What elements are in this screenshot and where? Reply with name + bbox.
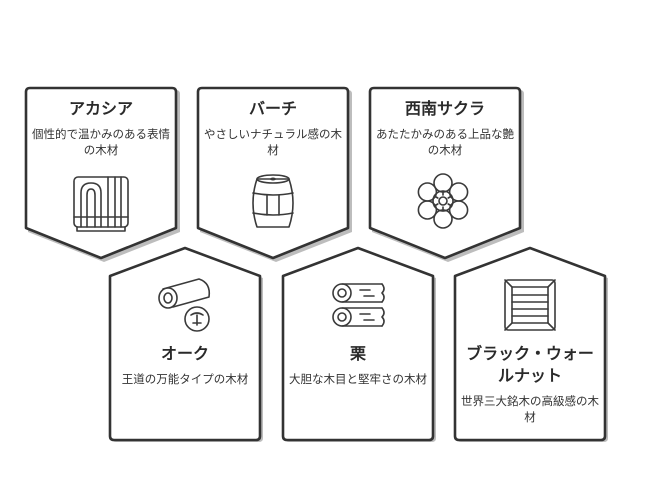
card-title: オーク [160, 344, 209, 363]
card-shape-chestnut [281, 246, 436, 442]
card-oak: オーク 王道の万能タイプの木材 [116, 343, 254, 387]
card-description: 大胆な木目と堅牢さの木材 [289, 372, 427, 386]
card-shape-walnut [453, 246, 608, 442]
card-title: 西南サクラ [404, 99, 485, 118]
card-title: バーチ [248, 99, 297, 118]
card-title: 栗 [349, 344, 366, 363]
card-birch: バーチ やさしいナチュラル感の木材 [204, 98, 342, 158]
card-title: アカシア [68, 99, 133, 118]
card-shape-birch [196, 86, 352, 262]
card-description: やさしいナチュラル感の木材 [204, 127, 342, 157]
card-sakura: 西南サクラ あたたかみのある上品な艶の木材 [376, 98, 514, 158]
wood-grain-plank-icon [73, 176, 129, 232]
wooden-crate-icon [504, 279, 556, 331]
card-description: 個性的で温かみのある表情の木材 [32, 127, 170, 157]
barrel-icon [252, 174, 294, 228]
card-title: ブラック・ウォールナット [466, 344, 594, 385]
card-description: あたたかみのある上品な艶の木材 [376, 127, 514, 157]
logs-icon [332, 283, 385, 327]
card-chestnut: 栗 大胆な木目と堅牢さの木材 [289, 343, 427, 387]
log-icon [158, 278, 211, 332]
card-description: 世界三大銘木の高級感の木材 [461, 394, 599, 424]
card-shape-oak [108, 246, 263, 442]
card-shape-acacia [24, 86, 180, 262]
card-acacia: アカシア 個性的で温かみのある表情の木材 [32, 98, 170, 158]
card-description: 王道の万能タイプの木材 [121, 372, 249, 386]
flower-icon [417, 173, 469, 229]
card-walnut: ブラック・ウォールナット 世界三大銘木の高級感の木材 [461, 343, 599, 425]
